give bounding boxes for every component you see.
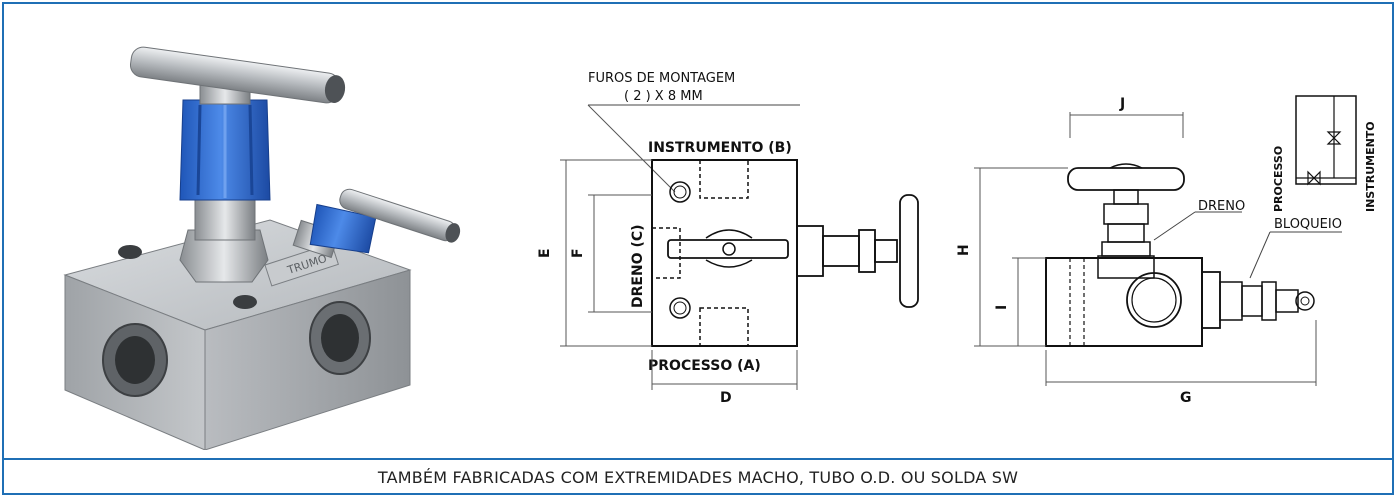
main-bonnet-hex [179,229,269,283]
hole-bottom [669,297,691,319]
dim-g: G [1180,390,1192,406]
mounting-holes-size: ( 2 ) X 8 MM [624,89,703,104]
block-label: BLOQUEIO [1274,217,1342,232]
schematic-valve-horizontal [1307,170,1321,186]
instrument-port-label: INSTRUMENTO (B) [648,140,792,156]
footer-divider [2,458,1394,460]
side-view-drawing: J DRENO BLOQUEIO H I G [956,96,1342,406]
hole-top [669,181,691,203]
dim-f: F [570,248,586,258]
mounting-hole-right [233,295,257,309]
schematic-box [1295,95,1357,185]
side-valve-body [796,225,824,277]
secondary-handle-collar [309,203,377,254]
mounting-holes-label: FUROS DE MONTAGEM [588,71,735,86]
flow-schematic: PROCESSO INSTRUMENTO [1272,95,1377,212]
dim-i: I [994,305,1010,310]
drain-port-label: DRENO (C) [630,224,646,308]
dim-h: H [956,244,972,256]
side-drain-label: DRENO [1198,199,1245,214]
dim-d: D [720,390,732,406]
dim-j: J [1119,96,1125,112]
side-port [1126,272,1182,328]
schematic-instrument-label: INSTRUMENTO [1364,121,1377,212]
footer-note: TAMBÉM FABRICADAS COM EXTREMIDADES MACHO… [377,467,1019,487]
front-view-drawing: FUROS DE MONTAGEM ( 2 ) X 8 MM INSTRUMEN… [537,71,919,406]
dim-e: E [537,248,553,258]
schematic-process-label: PROCESSO [1272,146,1285,212]
schematic-valve-vertical [1326,131,1342,145]
front-handle [667,239,789,259]
block-valve-ring [1295,291,1315,311]
process-port-label: PROCESSO (A) [648,358,761,374]
mounting-hole-left [118,245,142,259]
side-handle-top [1067,167,1185,191]
product-photo: TRUMO [63,46,461,450]
side-valve-handle [899,194,919,308]
